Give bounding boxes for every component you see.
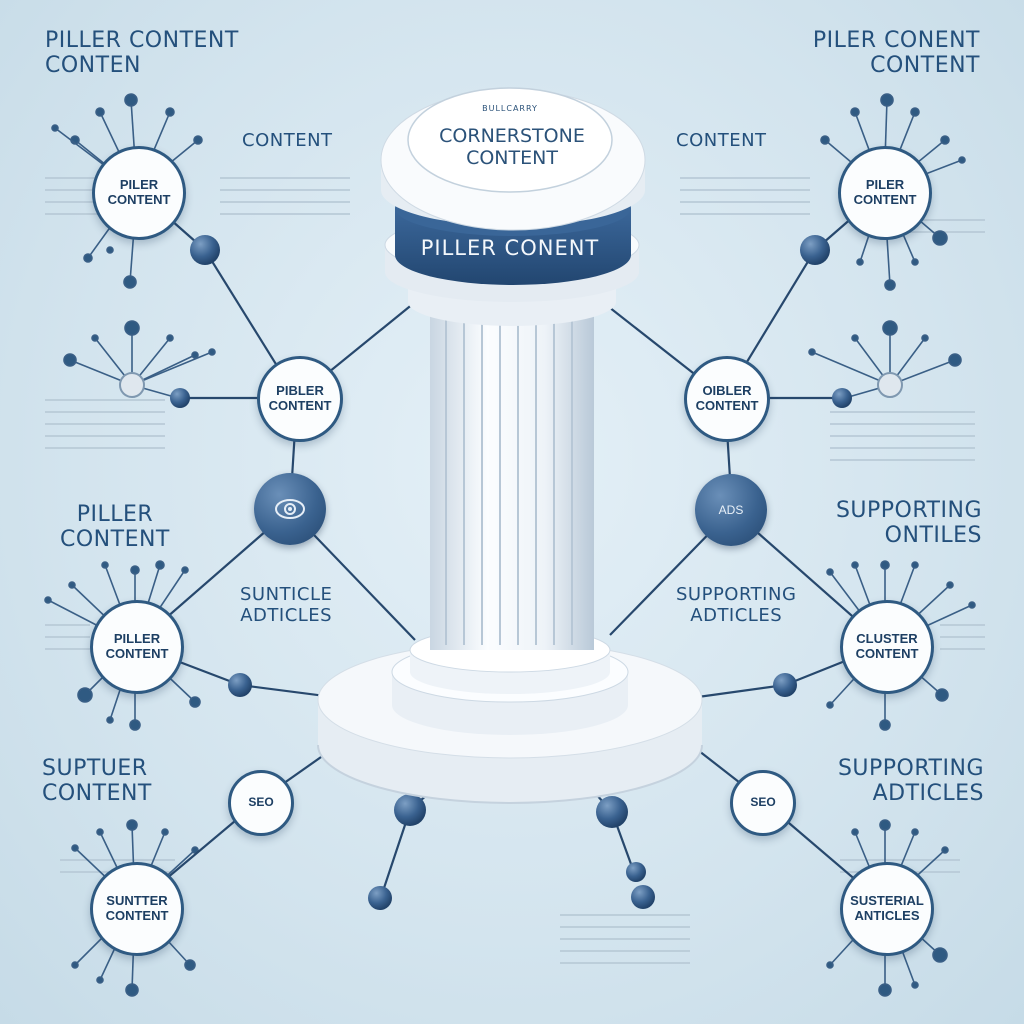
node-top-right[interactable]: PILER CONTENT <box>838 146 932 240</box>
eye-icon <box>275 499 305 519</box>
label-sunticle-adticles: SUNTICLE ADTICLES <box>240 584 333 626</box>
band-label: PILLER CONENT <box>420 236 600 260</box>
node-mid-right[interactable]: OIBLER CONTENT <box>684 356 770 442</box>
node-low-left[interactable]: PILLER CONTENT <box>90 600 184 694</box>
ads-label: ADS <box>718 503 744 517</box>
node-mid-left[interactable]: PIBLER CONTENT <box>257 356 343 442</box>
header-mid-left: PILLER CONTENT <box>60 502 170 553</box>
header-low-right: SUPPORTING ADTICLES <box>837 756 984 807</box>
node-bottom-right[interactable]: SUSTERIAL ANTICLES <box>840 862 934 956</box>
node-top-left[interactable]: PILER CONTENT <box>92 146 186 240</box>
cap-small-label: BULLCARRY <box>482 104 538 113</box>
pillar <box>317 87 703 804</box>
target-icon-node[interactable] <box>254 473 326 545</box>
node-seo-right[interactable]: SEO <box>730 770 796 836</box>
cornerstone-title: CORNERSTONE CONTENT <box>439 125 585 169</box>
node-low-right[interactable]: CLUSTER CONTENT <box>840 600 934 694</box>
text-lines <box>45 177 985 964</box>
header-low-left: SUPTUER CONTENT <box>42 756 152 807</box>
label-supporting-adticles: SUPPORTING ADTICLES <box>676 584 797 626</box>
header-top-left: PILLER CONTENT CONTEN <box>45 28 239 79</box>
connector-dots <box>119 235 903 910</box>
node-seo-left[interactable]: SEO <box>228 770 294 836</box>
header-top-right: PILER CONENT CONTENT <box>812 28 980 79</box>
node-bottom-left[interactable]: SUNTTER CONTENT <box>90 862 184 956</box>
label-content-left: CONTENT <box>242 130 333 151</box>
label-content-right: CONTENT <box>676 130 767 151</box>
header-mid-right: SUPPORTING ONTILES <box>835 498 982 549</box>
ads-node[interactable]: ADS <box>695 474 767 546</box>
